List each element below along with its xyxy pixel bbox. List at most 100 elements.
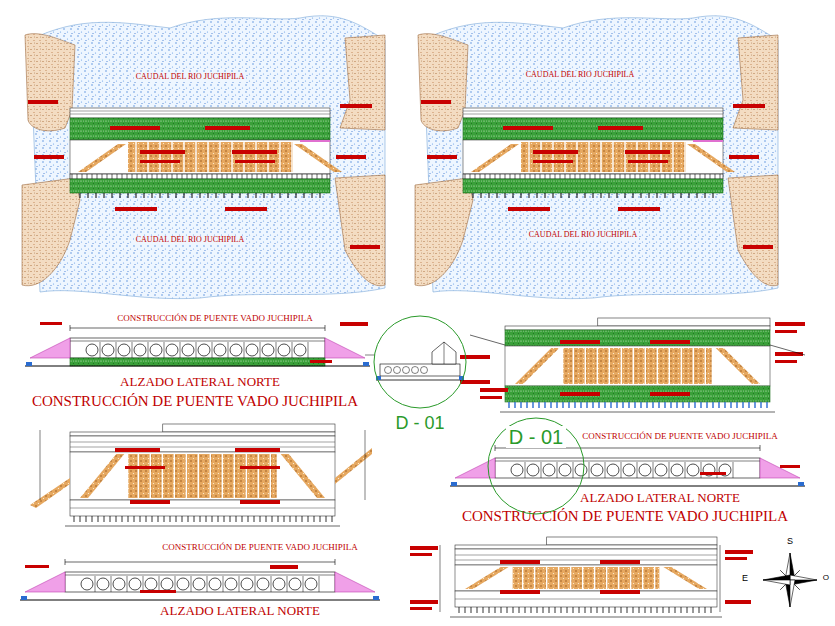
drawing-part [125, 466, 165, 469]
drawing-part [463, 140, 723, 174]
drawing-part [147, 174, 148, 179]
drawing-part [655, 464, 667, 476]
drawing-part [335, 559, 336, 565]
drawing-part [455, 549, 717, 565]
drawing-part [239, 576, 240, 592]
drawing-part [302, 516, 303, 522]
drawing-part [100, 342, 101, 358]
drawing-part [528, 142, 529, 172]
drawing-part [455, 560, 717, 561]
drawing-part [575, 174, 576, 179]
drawing-part [681, 193, 682, 198]
drawing-part [533, 160, 573, 163]
drawing-part [340, 104, 372, 108]
drawing-part [501, 607, 502, 613]
drawing-part [152, 193, 153, 198]
drawing-part [70, 114, 330, 115]
drawing-part [92, 174, 93, 179]
drawing-part [687, 607, 688, 613]
drawing-part [541, 462, 542, 478]
drawing-part [630, 567, 631, 589]
drawing-part [534, 567, 535, 589]
drawing-part [412, 367, 419, 374]
drawing-part [257, 578, 269, 590]
drawing-part [303, 576, 304, 592]
drawing-part [113, 578, 125, 590]
drawing-part [197, 174, 198, 179]
drawing-part [350, 245, 380, 249]
drawing-part [699, 607, 700, 613]
drawing-part [96, 193, 97, 198]
view-title: ALZADO LATERAL NORTE [158, 604, 322, 618]
drawing-part [695, 174, 696, 179]
drawing-part [22, 178, 80, 286]
drawing-part [227, 174, 228, 179]
drawing-part [365, 430, 366, 500]
drawing-part [246, 344, 258, 356]
drawing-part [162, 454, 163, 498]
drawing-part [26, 362, 32, 366]
drawing-part [236, 516, 237, 522]
drawing-part [279, 142, 280, 172]
drawing-part [560, 392, 600, 396]
drawing-part [194, 516, 195, 522]
drawing-part [670, 174, 671, 179]
drawing-part [140, 160, 180, 163]
drawing-part [592, 402, 593, 408]
drawing-part [471, 607, 472, 613]
drawing-part [70, 111, 330, 112]
drawing-part [641, 193, 642, 198]
drawing-part [533, 150, 578, 154]
drawing-part [159, 576, 160, 592]
compass-letter: E [740, 574, 750, 584]
drawing-part [415, 178, 473, 286]
drawing-part [470, 174, 471, 179]
drawing-part [733, 462, 734, 478]
drawing-part [616, 402, 617, 408]
drawing-part [423, 16, 778, 299]
drawing-part [510, 174, 511, 179]
drawing-part [525, 462, 526, 478]
drawing-part [30, 16, 385, 299]
drawing-part [465, 567, 509, 589]
drawing-part [716, 348, 760, 384]
drawing-part [798, 482, 804, 486]
drawing-part [327, 174, 328, 179]
drawing-part [277, 174, 278, 179]
drawing-part [147, 142, 148, 172]
drawing-part [694, 402, 695, 408]
drawing-part [135, 142, 136, 172]
detail-tag: D - 01 [392, 414, 447, 434]
drawing-part [673, 193, 674, 198]
drawing-part [171, 142, 172, 172]
drawing-part [207, 576, 208, 592]
drawing-part [296, 516, 297, 522]
drawing-part [25, 34, 75, 131]
drawing-part [232, 193, 233, 198]
drawing-part [549, 607, 550, 613]
drawing-part [480, 396, 502, 399]
drawing-part [288, 193, 289, 198]
drawing-part [266, 516, 267, 522]
drawing-part [240, 466, 280, 469]
drawing-part [705, 193, 706, 198]
drawing-part [70, 328, 325, 329]
drawing-part [463, 174, 723, 179]
drawing-part [304, 193, 305, 198]
drawing-part [660, 174, 661, 179]
drawing-part [646, 402, 647, 408]
drawing-part [86, 516, 87, 522]
drawing-part [500, 412, 775, 413]
drawing-part [693, 607, 694, 613]
drawing-part [104, 193, 105, 198]
drawing-part [766, 402, 767, 408]
drawing-part [547, 537, 717, 545]
drawing-part [340, 35, 385, 130]
drawing-part [600, 142, 601, 172]
drawing-part [212, 342, 213, 358]
drawing-part [289, 578, 301, 590]
drawing-part [144, 193, 145, 198]
drawing-part [544, 402, 545, 408]
drawing-part [432, 342, 456, 364]
drawing-part [373, 596, 379, 600]
